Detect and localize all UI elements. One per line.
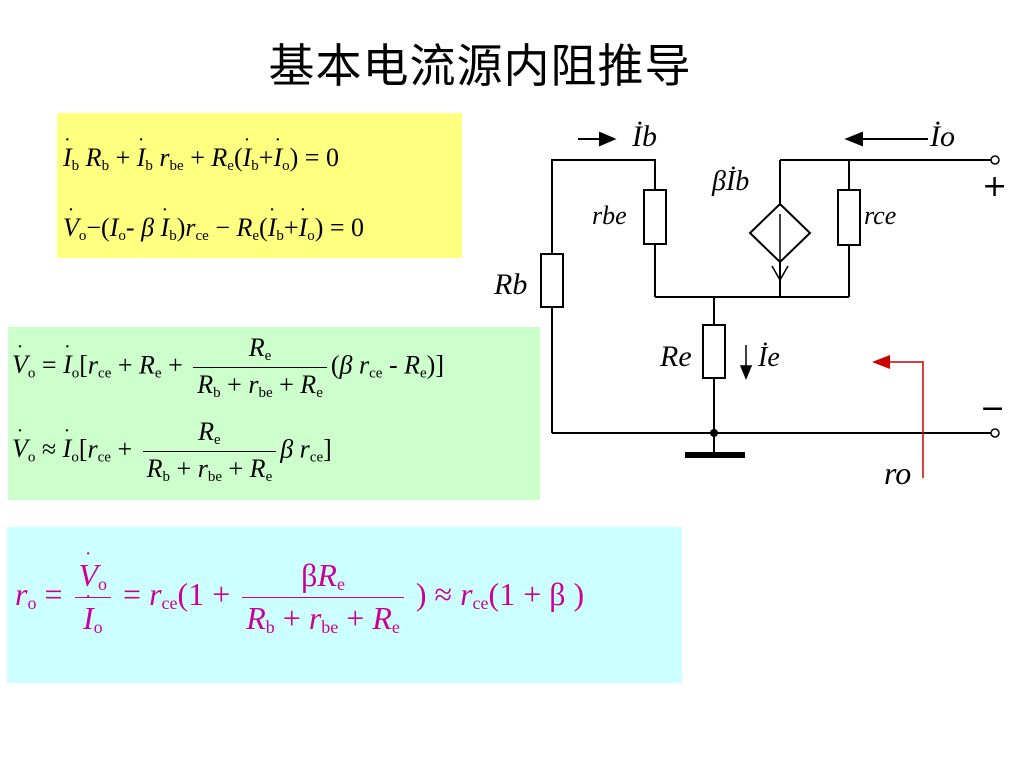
rbe-label: rbe <box>592 201 627 230</box>
ib-arrow-icon <box>578 131 617 147</box>
io-label: İo <box>929 120 955 153</box>
junction-dot <box>710 429 718 437</box>
plus-sign: + <box>982 169 1007 204</box>
re-label: Re <box>659 340 692 373</box>
io-arrow-icon <box>844 131 928 147</box>
kvl-equation-2: Vo−(Io- β Ib)rce − Re(Ib+Io) = 0 <box>63 213 364 245</box>
ie-label: İe <box>757 342 780 373</box>
rce-resistor <box>837 189 861 246</box>
source-arrow-icon <box>771 214 789 282</box>
ro-label: ro <box>884 455 911 491</box>
ib-label: İb <box>631 120 657 153</box>
ro-arrow-icon <box>872 355 924 478</box>
minus-sign: − <box>980 391 1005 426</box>
rb-label: Rb <box>493 268 527 301</box>
re-resistor <box>702 324 726 379</box>
kvl-equation-1: Ib Rb + Ib rbe + Re(Ib+Io) = 0 <box>63 143 339 175</box>
output-terminal-minus <box>990 428 1000 438</box>
rbe-resistor <box>643 189 667 245</box>
page-title: 基本电流源内阻推导 <box>268 39 692 93</box>
output-terminal-plus <box>990 155 1000 165</box>
ie-arrow-icon <box>739 345 753 380</box>
rb-upper-wire <box>551 159 656 254</box>
rb-resistor <box>540 253 564 308</box>
kvl-equations-box: Ib Rb + Ib rbe + Re(Ib+Io) = 0 Vo−(Io- β… <box>57 113 462 258</box>
rce-label: rce <box>864 201 896 230</box>
beta-ib-label: βİb <box>711 166 749 197</box>
ground-icon <box>685 452 745 458</box>
